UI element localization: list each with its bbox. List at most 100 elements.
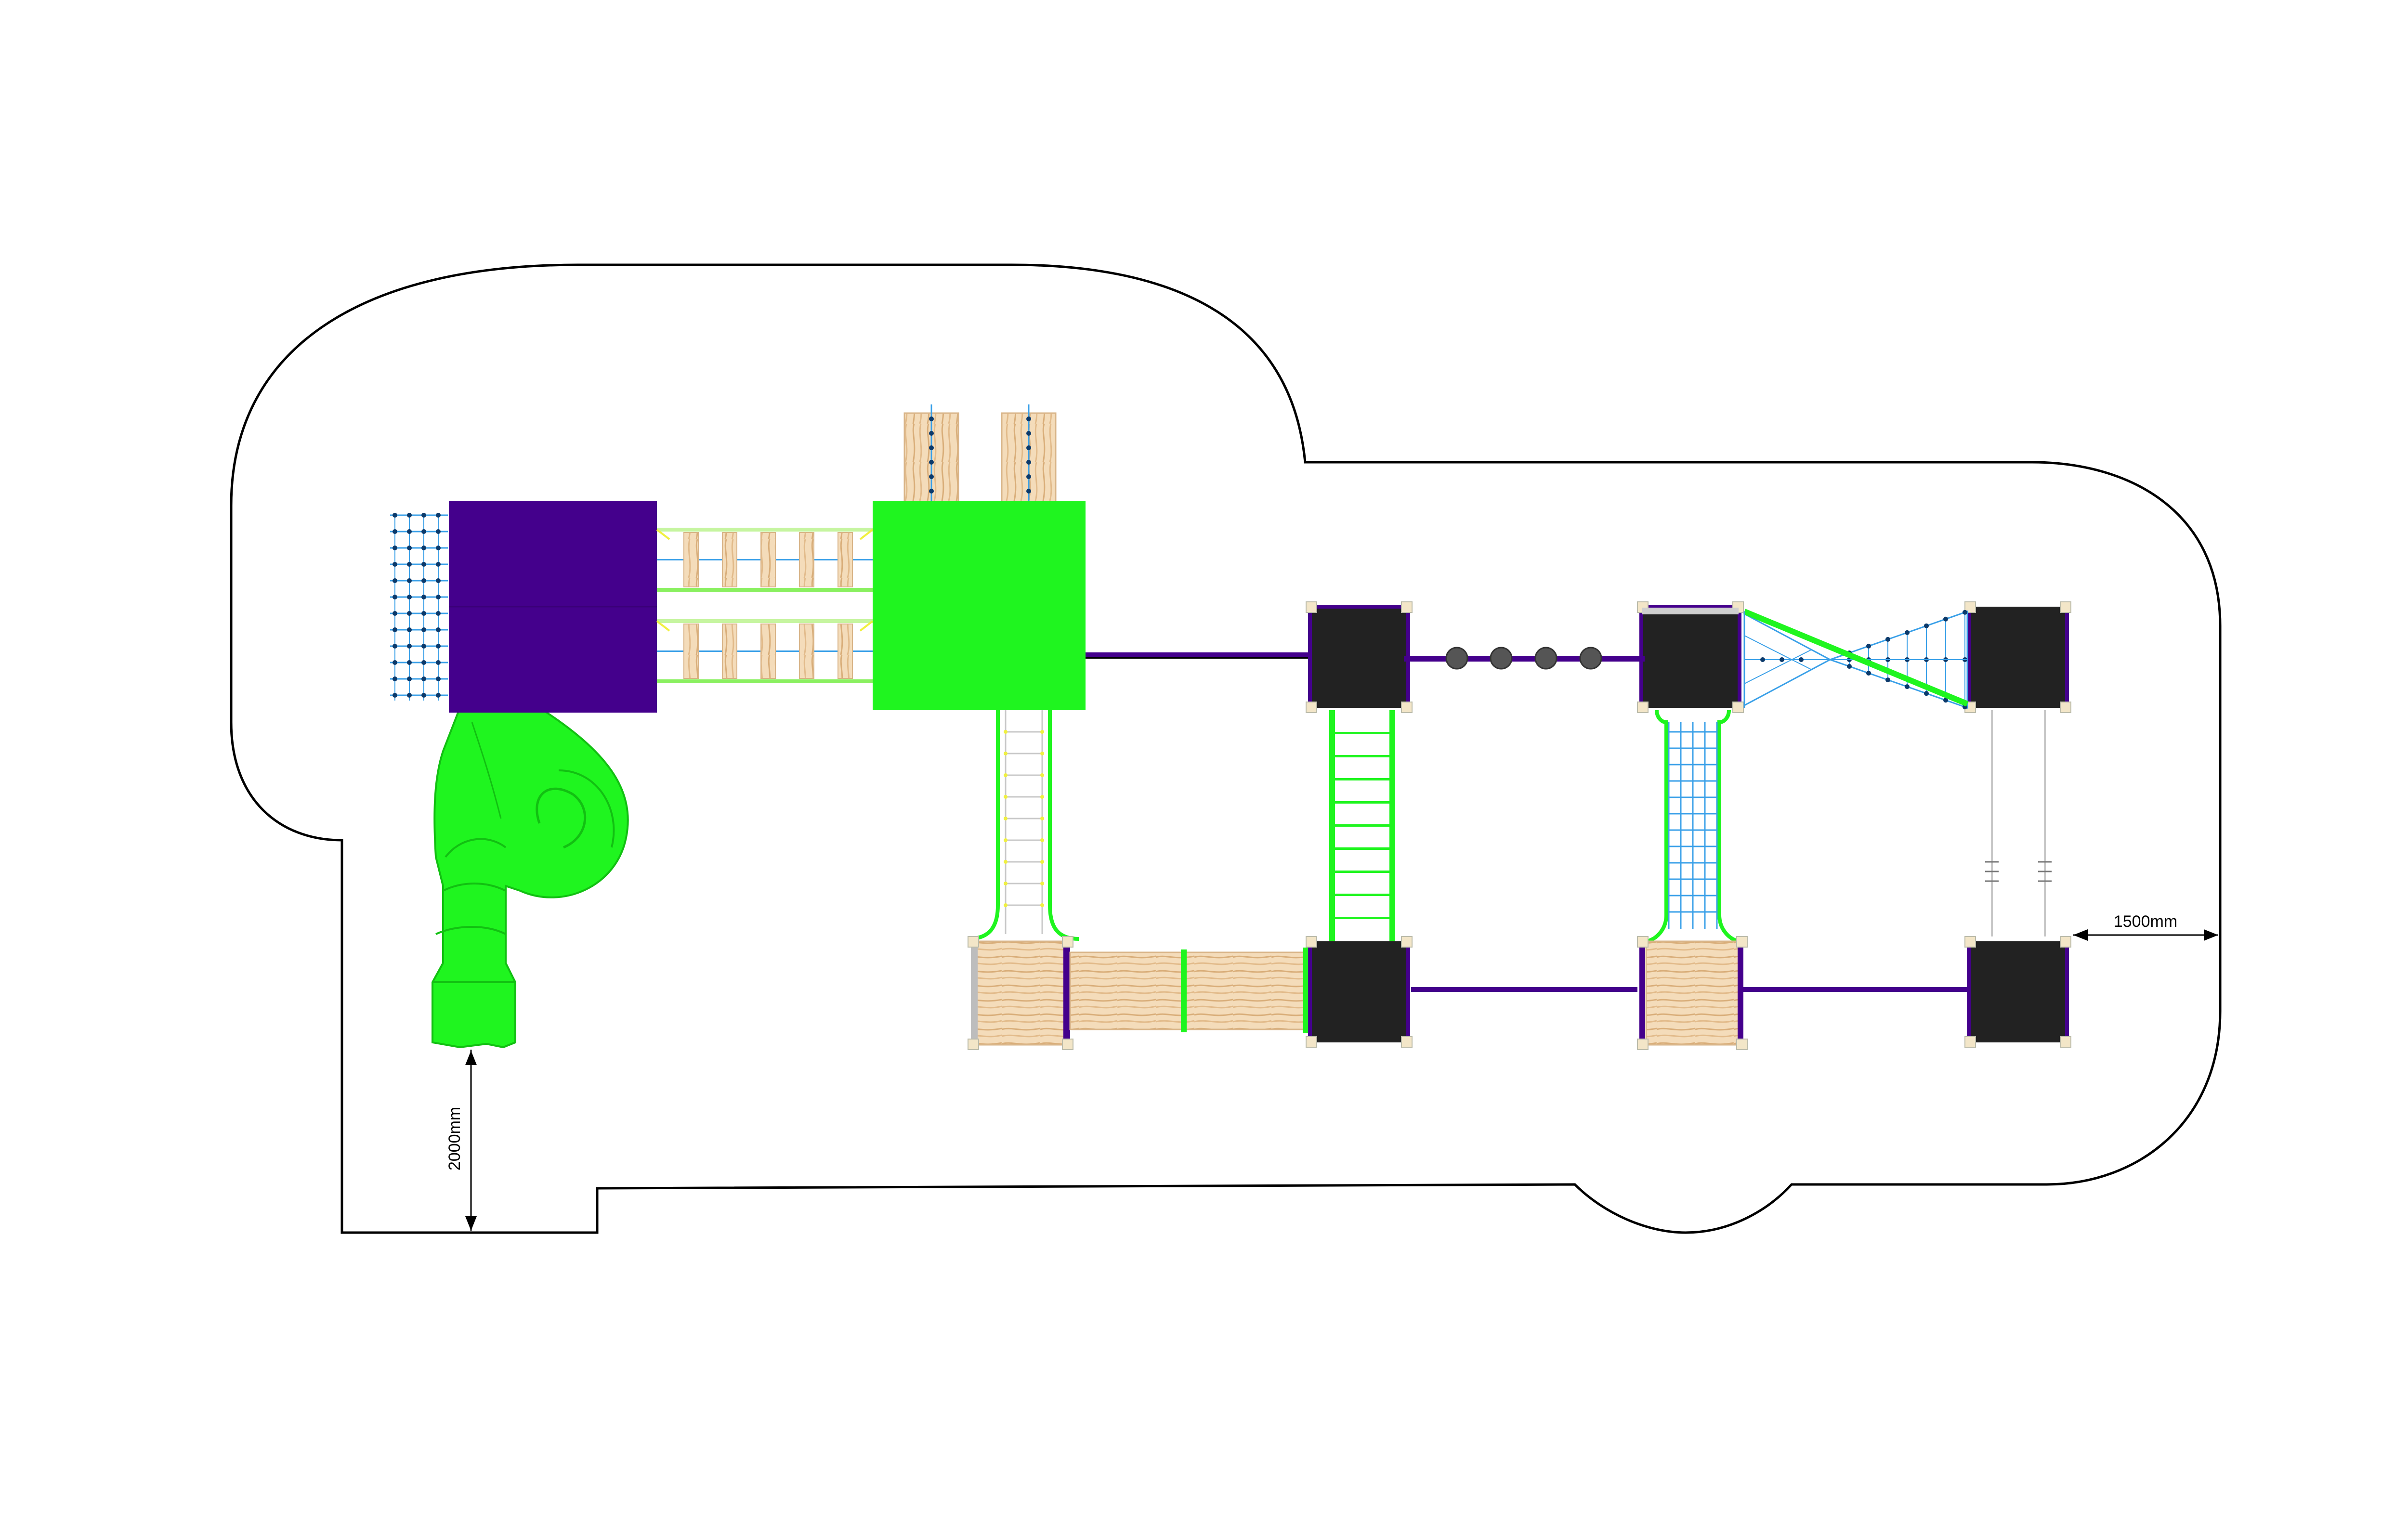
black-platform-5 bbox=[1964, 936, 2071, 1048]
corner-post bbox=[1732, 702, 1744, 713]
cargo-net-knot bbox=[436, 595, 441, 599]
black-platform-1 bbox=[1306, 601, 1413, 713]
platform-edge bbox=[1311, 605, 1407, 609]
chain-clip bbox=[1040, 795, 1044, 799]
corner-post bbox=[2060, 601, 2071, 613]
green-rung bbox=[1335, 894, 1389, 896]
chain-clip bbox=[1040, 817, 1044, 820]
corner-post bbox=[1306, 702, 1317, 713]
ladder-bolt bbox=[1026, 474, 1031, 479]
bridge-plank bbox=[760, 532, 776, 587]
wobble-bead bbox=[1579, 647, 1602, 670]
green-rung bbox=[1335, 847, 1389, 850]
net-knot bbox=[1799, 657, 1804, 662]
wobble-bead bbox=[1534, 647, 1557, 670]
cargo-net-knot bbox=[407, 513, 412, 518]
corner-post bbox=[2060, 936, 2071, 948]
cargo-net-knot bbox=[436, 644, 441, 649]
chain-clip bbox=[1004, 817, 1008, 820]
platform-deck bbox=[1642, 607, 1739, 708]
bridge-plank bbox=[838, 532, 853, 587]
chain-clip bbox=[1004, 795, 1008, 799]
chain-clip bbox=[1004, 903, 1008, 907]
bridge-connector bbox=[859, 529, 874, 540]
cargo-net-knot bbox=[407, 562, 412, 567]
safety-zone-outline bbox=[230, 263, 2222, 1234]
cargo-net-knot bbox=[421, 546, 426, 550]
net-knot bbox=[1905, 630, 1910, 635]
wobble-bead-traverse bbox=[1404, 647, 1645, 670]
chain-clip bbox=[1004, 752, 1008, 755]
net-knot bbox=[1905, 684, 1910, 689]
rope-net-ladder bbox=[1646, 710, 1740, 943]
corner-post bbox=[1401, 936, 1413, 948]
cargo-net-knot bbox=[421, 660, 426, 665]
corner-post bbox=[1306, 601, 1317, 613]
net-strand bbox=[1744, 635, 1811, 670]
cargo-net-wall bbox=[390, 513, 448, 701]
corner-post bbox=[1306, 1036, 1317, 1048]
net-knot bbox=[1885, 677, 1890, 683]
chain-clip bbox=[1004, 882, 1008, 885]
platform-edge bbox=[1308, 610, 1312, 705]
cargo-net-knot bbox=[436, 676, 441, 681]
beam-platform4-to-timber bbox=[1411, 987, 1637, 992]
cargo-net-knot bbox=[393, 513, 397, 518]
ladder-bolt bbox=[929, 431, 934, 436]
ladder-bolt bbox=[1026, 445, 1031, 450]
bridge-plank bbox=[722, 624, 737, 679]
dimension-right-label: 1500mm bbox=[2114, 912, 2177, 931]
green-rung bbox=[1335, 755, 1389, 757]
platform-2-rail bbox=[1642, 608, 1739, 614]
green-roof-tower bbox=[873, 501, 1086, 710]
net-knot bbox=[1866, 671, 1871, 676]
chain-clip bbox=[1004, 860, 1008, 864]
corner-post bbox=[1964, 1036, 1976, 1048]
platform-edge bbox=[1308, 944, 1312, 1040]
cargo-net-knot bbox=[393, 595, 397, 599]
cargo-net-knot bbox=[436, 562, 441, 567]
platform-edge bbox=[2065, 944, 2069, 1040]
cargo-net-knot bbox=[436, 529, 441, 534]
twin-bridge-lower bbox=[656, 619, 874, 683]
black-platform-3 bbox=[1964, 601, 2071, 713]
bridge-plank bbox=[683, 624, 699, 679]
cargo-net-knot bbox=[436, 627, 441, 632]
cargo-net-knot bbox=[421, 627, 426, 632]
green-rung bbox=[1335, 732, 1389, 734]
chain-ladder-traverse bbox=[968, 710, 1079, 941]
net-knot bbox=[1885, 637, 1890, 642]
cargo-net-knot bbox=[407, 578, 412, 583]
green-rung-ladder bbox=[1329, 710, 1395, 941]
cargo-net-knot bbox=[393, 529, 397, 534]
bridge-plank bbox=[722, 532, 737, 587]
cargo-net-knot bbox=[421, 578, 426, 583]
cargo-net-knot bbox=[436, 513, 441, 518]
chain-clip bbox=[1040, 860, 1044, 864]
cargo-net-knot bbox=[436, 611, 441, 616]
cargo-net-knot bbox=[436, 546, 441, 550]
cargo-net-knot bbox=[407, 529, 412, 534]
triangle-net-crossing bbox=[1743, 609, 1969, 710]
cargo-net-knot bbox=[421, 529, 426, 534]
chain-clip bbox=[1040, 882, 1044, 885]
green-rung bbox=[1335, 778, 1389, 780]
log-roller-bridge bbox=[1069, 948, 1310, 1033]
net-knot bbox=[1943, 616, 1948, 622]
platform-edge bbox=[1738, 610, 1741, 705]
ladder-bolt bbox=[929, 416, 934, 421]
wooden-ladder-left bbox=[903, 404, 959, 503]
dimension-bottom: 2000mm bbox=[445, 1050, 477, 1231]
corner-post bbox=[1401, 702, 1413, 713]
bridge-plank bbox=[760, 624, 776, 679]
net-knot bbox=[1866, 643, 1871, 649]
net-knot bbox=[1963, 610, 1967, 615]
bridge-connector bbox=[656, 529, 670, 540]
platform-edge bbox=[2065, 610, 2069, 705]
chain-clip bbox=[1040, 903, 1044, 907]
cargo-net-knot bbox=[393, 546, 397, 550]
cargo-net-knot bbox=[421, 644, 426, 649]
cargo-net-knot bbox=[421, 595, 426, 599]
chain-clip bbox=[1040, 730, 1044, 734]
